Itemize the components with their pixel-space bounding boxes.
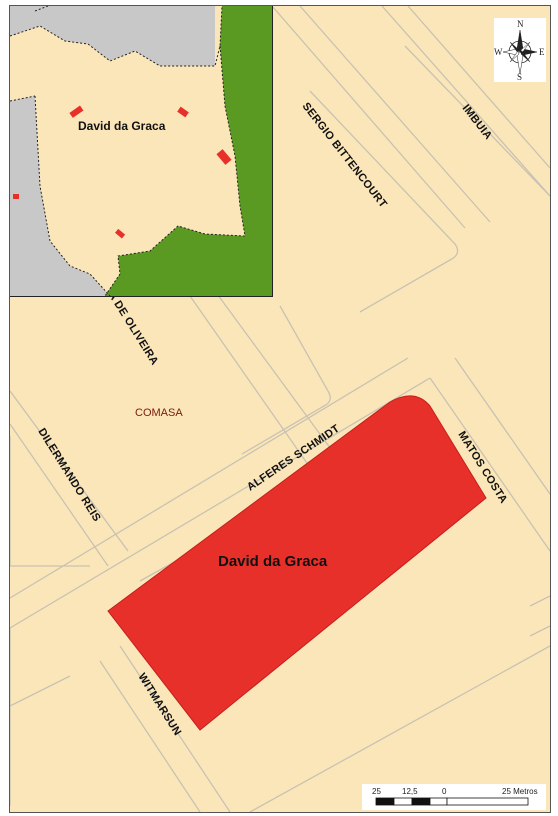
inset-label: David da Graca [78,119,166,133]
scale-tick-25-right: 25 Metros [502,787,538,796]
scale-tick-0: 0 [442,787,447,796]
scale-tick-25-left: 25 [372,787,381,796]
inset-green-area [105,6,272,296]
inset-map: David da Graca [10,6,273,297]
inset-parcel-3 [216,149,232,165]
inset-parcel-4 [115,228,126,239]
main-map: SERGIO BITTENCOURT IMBUIA A DE OLIVEIRA … [10,6,550,812]
inset-grey-top [10,6,215,66]
compass-east: E [539,47,545,57]
area-label-comasa: COMASA [135,407,183,419]
compass-north: N [517,19,524,29]
inset-parcel-2 [177,106,189,118]
inset-parcel-1 [69,105,84,118]
inset-parcel-5 [13,194,19,199]
scale-bar: 25 12,5 0 25 Metros [362,784,546,810]
scale-tick-12-5: 12,5 [402,787,418,796]
parcel-david-da-graca[interactable] [107,395,487,731]
inset-grey-left [10,96,110,296]
compass-rose-icon: N S W E [494,18,546,82]
compass-south: S [517,72,522,82]
map-frame: SERGIO BITTENCOURT IMBUIA A DE OLIVEIRA … [9,5,551,813]
compass-west: W [494,47,503,57]
parcel-label: David da Graca [218,553,328,570]
